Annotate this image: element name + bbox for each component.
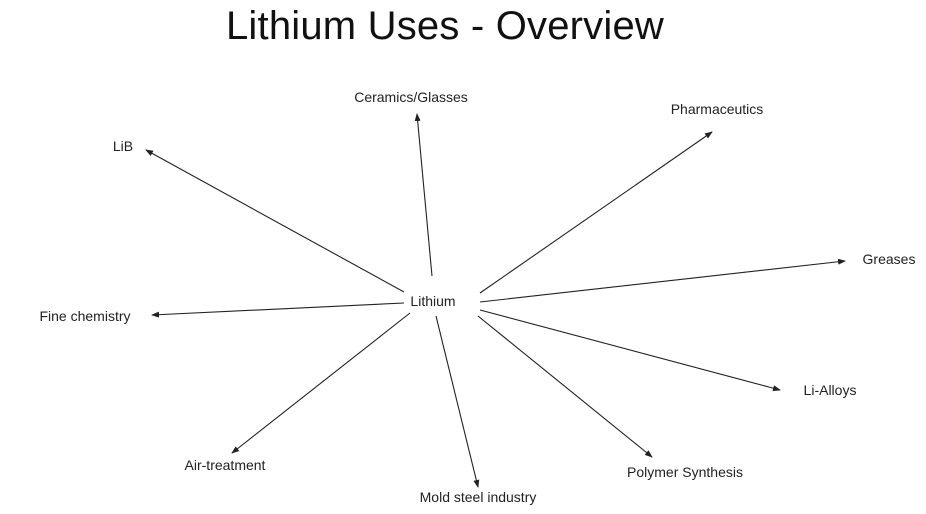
use-label-air-treatment: Air-treatment bbox=[185, 457, 266, 473]
use-label-li-alloys: Li-Alloys bbox=[804, 382, 857, 398]
arrow-air-treatment bbox=[231, 312, 411, 454]
use-label-fine-chemistry: Fine chemistry bbox=[39, 308, 130, 324]
arrow-ceramics-glasses bbox=[414, 113, 433, 277]
use-label-polymer-synthesis: Polymer Synthesis bbox=[627, 464, 743, 480]
use-label-greases: Greases bbox=[863, 251, 916, 267]
arrow-greases bbox=[479, 258, 846, 303]
page-title: Lithium Uses - Overview bbox=[225, 4, 665, 48]
use-label-ceramics-glasses: Ceramics/Glasses bbox=[354, 89, 468, 105]
arrow-pharmaceutics bbox=[479, 131, 713, 294]
arrow-li-alloys bbox=[479, 309, 781, 392]
arrow-lib bbox=[145, 149, 405, 293]
arrow-fine-chemistry bbox=[151, 302, 405, 318]
arrow-polymer-synthesis bbox=[477, 315, 653, 458]
use-label-mold-steel-industry: Mold steel industry bbox=[420, 489, 537, 505]
use-label-lib: LiB bbox=[113, 138, 133, 154]
arrow-mold-steel-industry bbox=[435, 315, 480, 488]
hub-label-lithium: Lithium bbox=[410, 293, 455, 309]
use-label-pharmaceutics: Pharmaceutics bbox=[671, 101, 764, 117]
